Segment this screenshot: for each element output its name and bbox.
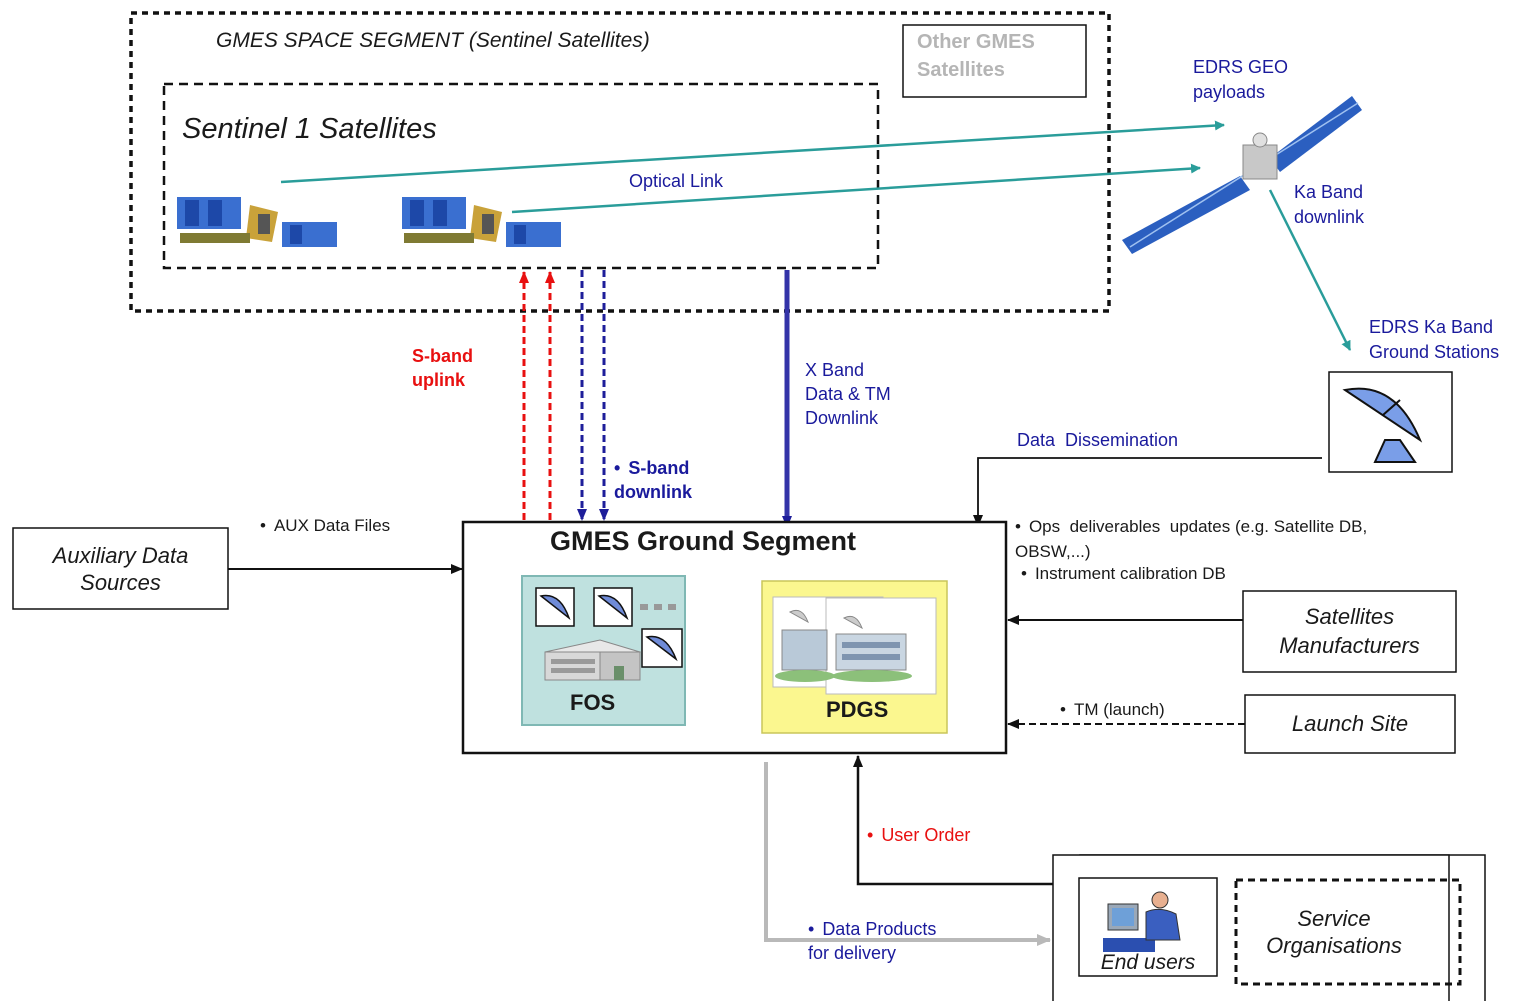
user-order-arrow (853, 755, 1055, 886)
edrs-geo-satellite-icon (1122, 96, 1362, 254)
aux-data-files-label: AUX Data Files (260, 516, 390, 536)
service-organisations-box (1234, 878, 1462, 986)
data-products-label: Data Products for delivery (808, 917, 936, 965)
end-user-icon (1103, 891, 1181, 952)
launch-site-label: Launch Site (1291, 711, 1409, 736)
ka-band-downlink-arrow (1268, 189, 1352, 351)
s-band-downlink-label: S-band downlink (614, 456, 692, 504)
user-order-label: User Order (867, 825, 970, 846)
optical-link-arrow (511, 163, 1201, 214)
service-organisations-label: Service Organisations (1266, 906, 1402, 958)
other-gmes-satellites-label: Other GMES Satellites (917, 31, 1035, 81)
data-dissemination-label: Data Dissemination (1017, 430, 1179, 450)
auxiliary-data-sources-label: Auxiliary Data Sources (52, 543, 189, 595)
auxiliary-data-sources-box (12, 527, 229, 610)
edrs-ground-stations-label: EDRS Ka Band Ground Stations (1369, 317, 1500, 362)
space-segment-box (129, 11, 1111, 313)
calibration-db-label: Instrument calibration DB (1021, 564, 1226, 584)
x-band-label: X Band Data & TM Downlink (805, 360, 891, 428)
other-gmes-satellites-box (902, 24, 1087, 98)
sentinel-1-box (162, 82, 880, 270)
satellites-manufacturers-label: Satellites Manufacturers (1279, 604, 1420, 658)
s-band-uplink-label: S-band uplink (412, 346, 473, 390)
space-segment-title: GMES SPACE SEGMENT (Sentinel Satellites) (216, 29, 650, 52)
sentinel-satellite-icon (402, 197, 561, 247)
ground-segment-title: GMES Ground Segment (550, 526, 857, 556)
pdgs-label: PDGS (826, 697, 889, 722)
sentinel-satellite-icon (177, 197, 337, 247)
ka-band-downlink-label: Ka Band downlink (1294, 182, 1365, 227)
pdgs-building-icons (772, 596, 937, 695)
tm-launch-label: TM (launch) (1060, 700, 1165, 720)
data-dissemination-arrow (973, 457, 1322, 527)
satellite-dish-icon (1342, 387, 1423, 463)
end-users-label: End users (1100, 951, 1196, 974)
edrs-geo-payloads-label: EDRS GEO payloads (1193, 57, 1289, 102)
fos-label: FOS (570, 690, 616, 715)
fos-building-icon (544, 639, 642, 681)
sentinel-1-title: Sentinel 1 Satellites (182, 113, 437, 145)
optical-link-arrow (280, 120, 1225, 184)
ops-deliverables-label: Ops deliverables updates (e.g. Satellite… (1015, 514, 1367, 564)
data-products-arrow (764, 762, 1051, 946)
satellites-manufacturers-box (1242, 590, 1457, 673)
fos-antenna-icons (535, 587, 683, 668)
optical-link-label: Optical Link (629, 171, 724, 191)
